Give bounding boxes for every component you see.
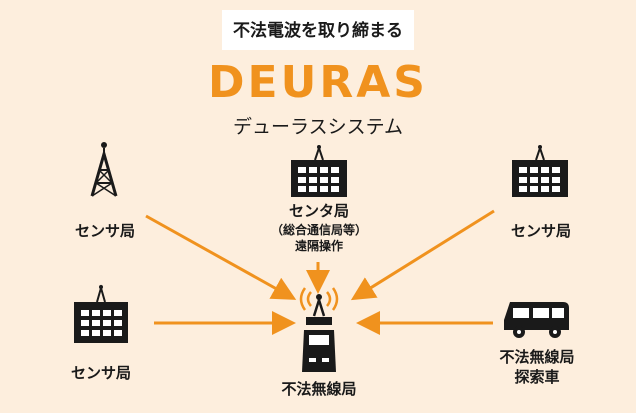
sensor-top-left-label: センサ局 — [74, 222, 136, 240]
search-vehicle-label-1: 不法無線局 — [499, 348, 575, 366]
building-antenna-icon — [74, 284, 128, 343]
center-label: センタ局 — [288, 202, 350, 220]
illegal-station-label: 不法無線局 — [281, 380, 357, 398]
signal-vehicle-icon — [299, 287, 339, 372]
radio-tower-icon — [90, 142, 118, 197]
arrow-sensor-top-right — [350, 209, 495, 301]
arrow-sensor-top-left — [145, 214, 297, 300]
van-icon — [504, 302, 569, 338]
center-sub2: 遠隔操作 — [294, 239, 344, 253]
building-antenna-icon — [291, 144, 347, 197]
search-vehicle-label-2: 探索車 — [514, 368, 560, 386]
sensor-bottom-left-label: センサ局 — [70, 364, 132, 382]
logo: DEURAS — [208, 57, 428, 108]
building-antenna-icon — [512, 144, 568, 197]
sensor-top-right-label: センサ局 — [510, 222, 572, 240]
center-sub1: （総合通信局等） — [270, 223, 368, 237]
subtitle: デューラスシステム — [232, 116, 404, 138]
header-band — [222, 10, 414, 50]
tagline: 不法電波を取り締まる — [233, 21, 403, 41]
